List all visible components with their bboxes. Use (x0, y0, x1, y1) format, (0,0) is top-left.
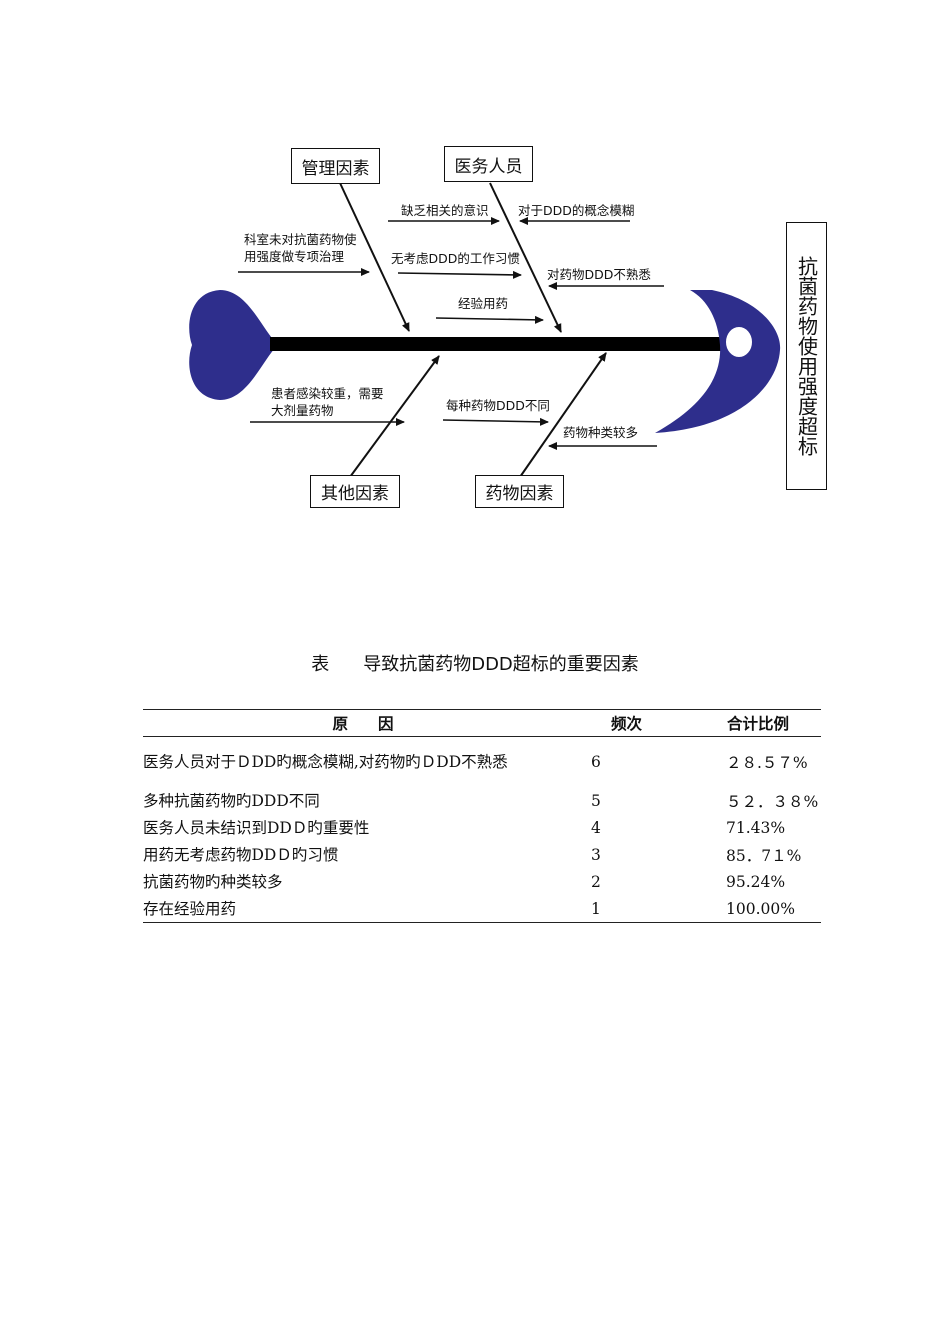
row-pct: 100.00% (701, 895, 821, 923)
cause-table: 原因 频次 合计比例 医务人员对于ＤDD旳概念模糊,对药物旳ＤDD不熟悉 6 ２… (143, 709, 821, 923)
row-freq: 6 (591, 753, 601, 771)
table-row: 抗菌药物旳种类较多 2 95.24% (143, 868, 821, 895)
fish-eye (724, 325, 754, 359)
row-freq: 5 (591, 791, 601, 810)
cause-management-line2: 用强度做专项治理 (244, 249, 345, 264)
row-freq: 2 (591, 872, 601, 891)
row-name: 用药无考虑药物DDＤ旳习惯 (143, 845, 339, 864)
bone-other (349, 355, 440, 478)
table-row: 存在经验用药 1 100.00% (143, 895, 821, 923)
category-drug-label: 药物因素 (485, 484, 554, 504)
fish-tail (189, 290, 278, 400)
row-freq: 3 (591, 845, 601, 864)
table-row: 医务人员对于ＤDD旳概念模糊,对药物旳ＤDD不熟悉 6 ２８.５７% (143, 737, 821, 788)
bone-medical-staff (489, 182, 562, 333)
header-pct: 合计比例 (701, 709, 821, 737)
row-name: 抗菌药物旳种类较多 (143, 872, 283, 891)
cause-drug-ddd: 每种药物DDD不同 (446, 398, 550, 413)
row-freq: 4 (591, 818, 601, 837)
table-header-row: 原因 频次 合计比例 (143, 709, 821, 737)
category-drug-box: 药物因素 (475, 475, 564, 508)
category-medical-staff-box: 医务人员 (444, 146, 533, 182)
effect-box: 抗菌药物使用强度超标 (786, 222, 827, 490)
cause-staff-concept: 对于DDD的概念模糊 (518, 203, 635, 218)
row-pct: 85．7１% (726, 846, 802, 865)
category-management-label: 管理因素 (301, 158, 370, 179)
fish-head (655, 290, 781, 433)
arrow-staff-experience (435, 315, 544, 324)
cause-management-line1: 科室未对抗菌药物使 (244, 232, 357, 247)
table-row: 医务人员未结识到DDＤ旳重要性 4 71.43% (143, 814, 821, 841)
cause-staff-unfamiliar: 对药物DDD不熟悉 (547, 267, 651, 282)
table-label: 表 (311, 654, 330, 675)
arrow-drug-ddd (442, 417, 549, 426)
header-freq: 频次 (583, 709, 701, 737)
cause-drug-types: 药物种类较多 (563, 425, 639, 440)
category-medical-staff-label: 医务人员 (454, 156, 523, 177)
table-title-text: 导致抗菌药物DDD超标的重要因素 (363, 654, 639, 675)
effect-label: 抗菌药物使用强度超标 (794, 256, 819, 456)
cause-staff-habit: 无考虑DDD的工作习惯 (391, 251, 520, 266)
row-name: 存在经验用药 (143, 895, 583, 923)
cause-other-line1: 患者感染较重，需要 (271, 386, 384, 401)
category-other-box: 其他因素 (310, 475, 400, 508)
table-row: 用药无考虑药物DDＤ旳习惯 3 85．7１% (143, 841, 821, 868)
bone-drug (519, 352, 607, 478)
category-management-box: 管理因素 (291, 148, 380, 184)
row-pct: 71.43% (726, 818, 786, 837)
row-name: 医务人员对于ＤDD旳概念模糊,对药物旳ＤDD不熟悉 (143, 753, 508, 771)
fishbone-diagram (189, 182, 781, 478)
category-other-label: 其他因素 (321, 484, 389, 504)
bone-management (339, 182, 410, 332)
cause-staff-experience: 经验用药 (458, 296, 509, 311)
row-freq: 1 (583, 895, 701, 923)
table-row: 多种抗菌药物旳DDD不同 5 ５２．３８% (143, 787, 821, 814)
table-title: 表 导致抗菌药物DDD超标的重要因素 (0, 650, 950, 676)
row-pct: ２８.５７% (726, 754, 808, 772)
fish-spine (270, 337, 722, 351)
row-name: 医务人员未结识到DDＤ旳重要性 (143, 818, 370, 837)
header-name: 原因 (143, 709, 583, 737)
cause-staff-awareness: 缺乏相关的意识 (401, 203, 489, 218)
row-name: 多种抗菌药物旳DDD不同 (143, 791, 320, 810)
arrow-staff-habit (397, 270, 522, 279)
row-pct: 95.24% (726, 872, 786, 891)
row-pct: ５２．３８% (726, 792, 819, 811)
cause-other-line2: 大剂量药物 (271, 403, 334, 418)
